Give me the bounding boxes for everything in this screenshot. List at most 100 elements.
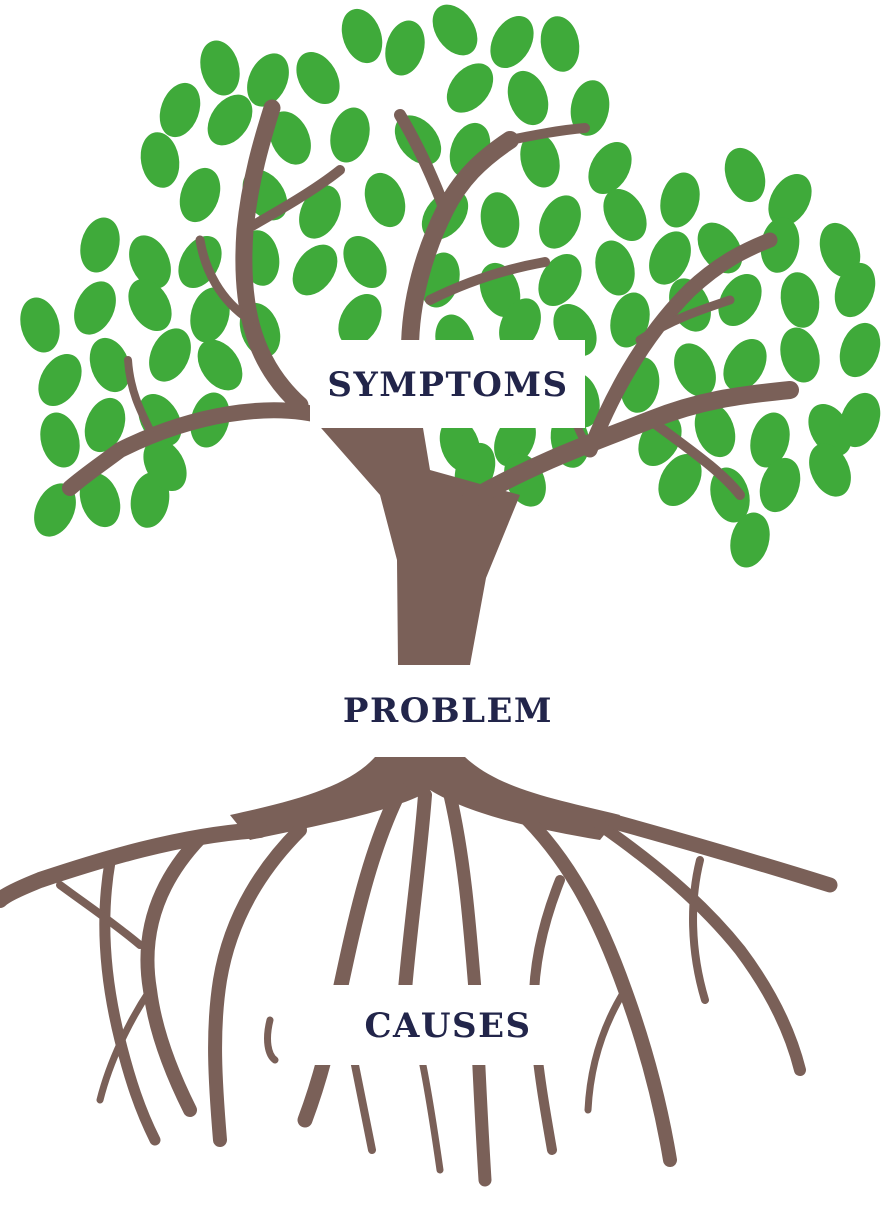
- leaf: [341, 8, 383, 64]
- branch-left-twig-c: [124, 356, 154, 434]
- leaf: [40, 412, 80, 468]
- leaf: [149, 328, 191, 382]
- leaf: [760, 217, 800, 273]
- leaf: [730, 512, 770, 568]
- leaf: [839, 322, 881, 378]
- leaf: [269, 111, 311, 165]
- leaf: [490, 15, 534, 69]
- symptoms-label: SYMPTOMS: [327, 365, 568, 405]
- leaf: [338, 293, 382, 347]
- leaf: [299, 185, 341, 239]
- root-left-c: [56, 881, 144, 949]
- leaf: [723, 338, 767, 392]
- leaf: [200, 40, 240, 96]
- leaf: [809, 443, 851, 497]
- branch-right-twig-b: [645, 415, 745, 500]
- leaf: [74, 281, 116, 335]
- leaf: [330, 107, 370, 163]
- leaf: [446, 63, 494, 113]
- leaf: [780, 272, 820, 328]
- tree-roots: [0, 757, 838, 1187]
- root-right-b: [594, 819, 806, 1076]
- leaf: [197, 339, 243, 391]
- leaf: [140, 132, 180, 188]
- leaf: [385, 20, 425, 76]
- leaf: [839, 392, 881, 448]
- leaf: [499, 298, 541, 352]
- root-left-d: [208, 823, 307, 1147]
- branch-right-upper: [582, 232, 778, 458]
- root-left-a: [140, 831, 207, 1117]
- branch-right-twig-a: [635, 295, 735, 345]
- causes-label-box: [310, 985, 585, 1065]
- root-fine-c: [584, 986, 629, 1114]
- leaf: [759, 457, 801, 513]
- leaf: [808, 403, 852, 457]
- branch-left-lower: [62, 402, 338, 496]
- leaf: [540, 16, 580, 72]
- root-center-left: [297, 782, 408, 1128]
- leaf: [247, 53, 289, 107]
- leaf: [190, 287, 230, 343]
- branch-left-twig-b: [195, 235, 255, 325]
- leaf: [539, 195, 581, 249]
- leaf: [38, 353, 82, 407]
- branch-left-twig-a: [240, 165, 345, 235]
- leaf: [694, 402, 736, 458]
- leaf: [179, 167, 221, 223]
- leaf: [480, 192, 520, 248]
- branch-center-twig-b: [505, 123, 590, 145]
- leaf: [507, 70, 549, 126]
- leaf: [649, 231, 691, 285]
- branch-left-upper: [235, 99, 309, 414]
- leaf: [129, 235, 171, 289]
- leaf: [84, 397, 126, 453]
- leaf: [79, 472, 121, 528]
- leaf: [780, 327, 820, 383]
- trunk: [300, 404, 520, 665]
- leaf: [603, 188, 647, 242]
- leaf: [80, 217, 120, 273]
- leaf: [724, 147, 766, 203]
- leaf: [570, 80, 610, 136]
- root-left-b: [99, 856, 161, 1146]
- leaf: [159, 82, 201, 138]
- leaf: [834, 262, 876, 318]
- root-fine-d: [96, 986, 154, 1104]
- branch-center-twig-c: [425, 257, 550, 305]
- root-right-c: [689, 856, 709, 1004]
- leaf: [595, 240, 635, 296]
- leaf: [292, 244, 338, 296]
- leaf: [143, 438, 187, 492]
- leaf: [768, 173, 812, 227]
- problem-label: PROBLEM: [343, 691, 553, 731]
- leaf: [364, 172, 406, 228]
- root-center: [398, 788, 432, 997]
- leaf: [819, 222, 861, 278]
- leaf: [750, 412, 790, 468]
- leaf: [432, 4, 478, 56]
- leaf: [296, 51, 340, 105]
- symptoms-label-box: [310, 340, 585, 428]
- leaf: [207, 94, 253, 146]
- leaf: [710, 467, 750, 523]
- root-right-far: [607, 814, 838, 893]
- leaf: [660, 172, 700, 228]
- leaf: [718, 273, 762, 327]
- leaf: [89, 337, 131, 393]
- leaf: [610, 292, 650, 348]
- branch-center-twig-a: [394, 109, 451, 216]
- leaf: [128, 278, 172, 332]
- root-fine-e: [264, 1016, 279, 1064]
- leaf: [34, 483, 76, 537]
- leaf: [658, 453, 702, 507]
- leaf: [343, 235, 387, 289]
- leaf: [674, 343, 716, 397]
- leaf: [520, 132, 560, 188]
- leaf: [538, 253, 582, 307]
- causes-label: CAUSES: [364, 1006, 531, 1046]
- leaf: [20, 297, 60, 353]
- tree-trunk-and-branches: [62, 99, 799, 665]
- leaf: [588, 141, 632, 195]
